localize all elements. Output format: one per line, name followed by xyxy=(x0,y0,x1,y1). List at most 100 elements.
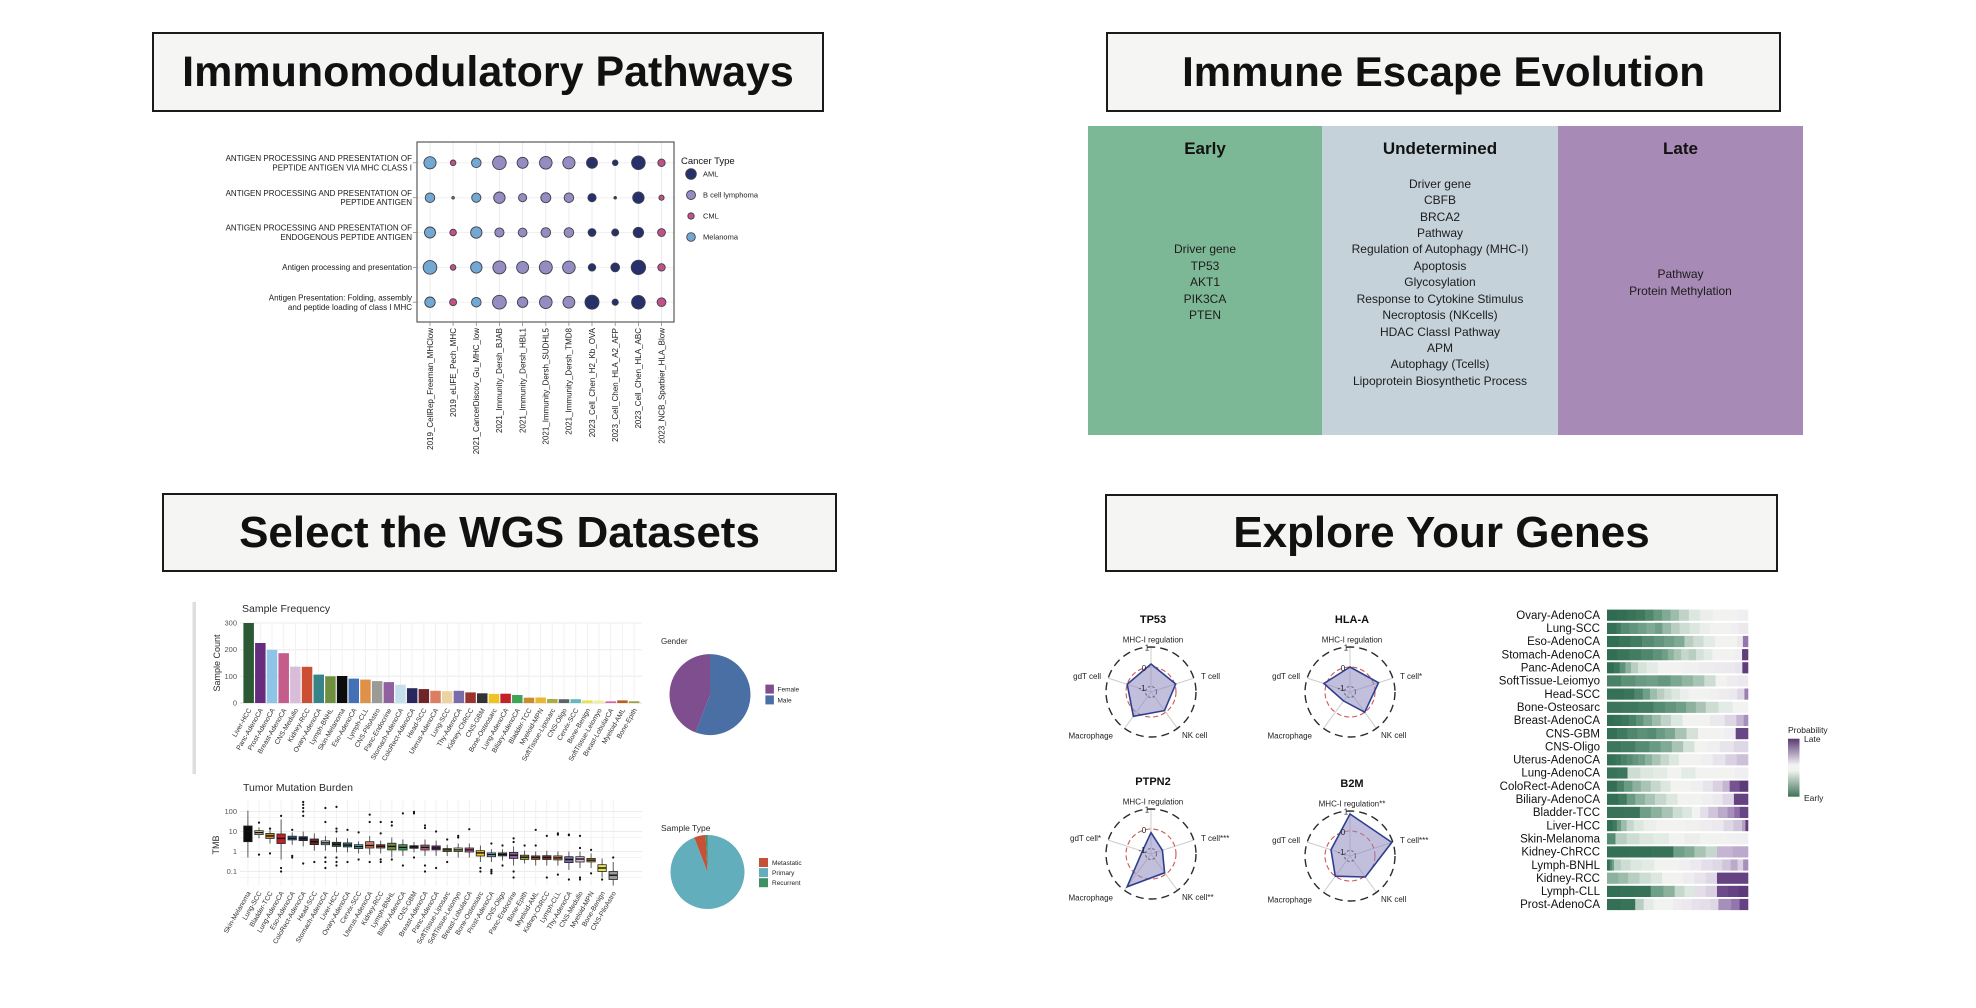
svg-text:T cell***: T cell*** xyxy=(1201,834,1229,843)
svg-text:NK cell: NK cell xyxy=(1182,731,1208,740)
svg-text:Melanoma: Melanoma xyxy=(703,233,739,242)
svg-text:Recurrent: Recurrent xyxy=(772,880,801,887)
svg-text:gdT cell: gdT cell xyxy=(1272,672,1300,681)
svg-text:0.1: 0.1 xyxy=(227,867,237,876)
svg-text:HLA-A: HLA-A xyxy=(1335,614,1369,626)
svg-text:PTPN2: PTPN2 xyxy=(1135,776,1170,788)
svg-text:T cell***: T cell*** xyxy=(1400,836,1428,845)
svg-text:Sample Type: Sample Type xyxy=(661,823,711,833)
svg-text:1: 1 xyxy=(1145,644,1150,653)
svg-text:2021_Immunity_Dersh_TMD8: 2021_Immunity_Dersh_TMD8 xyxy=(565,327,574,434)
svg-text:Liver-HCC: Liver-HCC xyxy=(1546,820,1600,832)
svg-text:2021_Immunity_Dersh_SUDHL5: 2021_Immunity_Dersh_SUDHL5 xyxy=(542,327,551,444)
svg-text:10: 10 xyxy=(229,827,237,836)
svg-text:100: 100 xyxy=(224,672,237,681)
svg-text:Head-SCC: Head-SCC xyxy=(1544,689,1600,701)
svg-text:Sample Count: Sample Count xyxy=(212,634,222,692)
svg-text:1: 1 xyxy=(1344,644,1349,653)
svg-text:Primary: Primary xyxy=(772,870,795,877)
svg-text:Uterus-AdenoCA: Uterus-AdenoCA xyxy=(1513,755,1600,767)
svg-text:PEPTIDE ANTIGEN: PEPTIDE ANTIGEN xyxy=(340,198,412,207)
svg-text:Breast-AdenoCA: Breast-AdenoCA xyxy=(1514,715,1601,727)
svg-text:Male: Male xyxy=(778,697,792,704)
svg-text:T cell: T cell xyxy=(1201,672,1220,681)
svg-text:Macrophage: Macrophage xyxy=(1069,732,1114,741)
svg-text:T cell*: T cell* xyxy=(1400,672,1422,681)
svg-text:Macrophage: Macrophage xyxy=(1268,896,1313,905)
svg-text:Kidney-ChRCC: Kidney-ChRCC xyxy=(1521,847,1600,859)
svg-text:1: 1 xyxy=(233,847,237,856)
svg-text:ColoRect-AdenoCA: ColoRect-AdenoCA xyxy=(1500,781,1601,793)
svg-text:-1: -1 xyxy=(1337,684,1345,693)
svg-text:and peptide loading of class I: and peptide loading of class I MHC xyxy=(288,303,412,312)
svg-text:gdT cell*: gdT cell* xyxy=(1070,834,1101,843)
svg-text:Sample Frequency: Sample Frequency xyxy=(242,603,331,615)
svg-text:Skin-Melanoma: Skin-Melanoma xyxy=(1520,833,1600,845)
svg-text:Stomach-AdenoCA: Stomach-AdenoCA xyxy=(1502,649,1601,661)
svg-text:CML: CML xyxy=(703,212,719,221)
svg-text:ANTIGEN PROCESSING AND PRESENT: ANTIGEN PROCESSING AND PRESENTATION OF xyxy=(226,189,413,198)
svg-text:Ovary-AdenoCA: Ovary-AdenoCA xyxy=(1516,610,1600,622)
svg-text:Macrophage: Macrophage xyxy=(1268,732,1313,741)
svg-text:AML: AML xyxy=(703,170,718,179)
svg-text:2023_Cell_Chen_HLA_A2_AFP: 2023_Cell_Chen_HLA_A2_AFP xyxy=(611,328,620,442)
svg-text:Eso-AdenoCA: Eso-AdenoCA xyxy=(1527,636,1600,648)
svg-text:Lymph-CLL: Lymph-CLL xyxy=(1541,886,1601,898)
svg-text:0: 0 xyxy=(1341,664,1346,673)
svg-text:Probability: Probability xyxy=(1788,725,1828,735)
svg-text:ANTIGEN PROCESSING AND PRESENT: ANTIGEN PROCESSING AND PRESENTATION OF xyxy=(226,224,413,233)
svg-text:CNS-GBM: CNS-GBM xyxy=(1546,728,1600,740)
svg-text:Female: Female xyxy=(778,687,800,694)
svg-text:2021_Immunity_Dersh_BJAB: 2021_Immunity_Dersh_BJAB xyxy=(495,328,504,433)
svg-text:2023_Cell_Chen_H2_Kb_OVA: 2023_Cell_Chen_H2_Kb_OVA xyxy=(588,327,597,437)
svg-text:300: 300 xyxy=(224,619,237,628)
svg-text:1: 1 xyxy=(1145,806,1150,815)
svg-text:ENDOGENOUS PEPTIDE ANTIGEN: ENDOGENOUS PEPTIDE ANTIGEN xyxy=(280,233,412,242)
svg-text:NK cell**: NK cell** xyxy=(1182,893,1214,902)
svg-text:0: 0 xyxy=(1142,826,1147,835)
svg-text:Prost-AdenoCA: Prost-AdenoCA xyxy=(1520,899,1600,911)
svg-text:Panc-AdenoCA: Panc-AdenoCA xyxy=(1521,663,1601,675)
svg-text:CNS-Oligo: CNS-Oligo xyxy=(1545,741,1600,753)
svg-text:2023_NCB_Sparbier_HLA_Blow: 2023_NCB_Sparbier_HLA_Blow xyxy=(657,328,666,444)
svg-text:-1: -1 xyxy=(1138,684,1146,693)
svg-text:Antigen Presentation: Folding,: Antigen Presentation: Folding, assembly xyxy=(269,293,412,302)
svg-text:Bladder-TCC: Bladder-TCC xyxy=(1533,807,1600,819)
svg-text:Late: Late xyxy=(1804,734,1821,744)
svg-text:-1: -1 xyxy=(1337,848,1345,857)
svg-text:gdT cell: gdT cell xyxy=(1073,672,1101,681)
svg-text:2021_Immunity_Dersh_HBL1: 2021_Immunity_Dersh_HBL1 xyxy=(518,327,527,432)
svg-text:Lung-SCC: Lung-SCC xyxy=(1546,623,1600,635)
svg-text:0: 0 xyxy=(233,699,237,708)
svg-text:Lung-AdenoCA: Lung-AdenoCA xyxy=(1521,768,1600,780)
svg-text:NK cell: NK cell xyxy=(1381,895,1407,904)
svg-text:1: 1 xyxy=(1344,808,1349,817)
svg-text:TP53: TP53 xyxy=(1140,614,1166,626)
svg-text:MHC-I regulation: MHC-I regulation xyxy=(1123,798,1183,807)
svg-text:-1: -1 xyxy=(1138,846,1146,855)
svg-text:Gender: Gender xyxy=(661,637,688,646)
svg-text:TMB: TMB xyxy=(211,836,221,855)
svg-text:Kidney-RCC: Kidney-RCC xyxy=(1536,873,1600,885)
svg-text:MHC-I regulation: MHC-I regulation xyxy=(1123,636,1183,645)
svg-text:MHC-I regulation: MHC-I regulation xyxy=(1322,636,1382,645)
svg-text:2019_CellRep_Freeman_MHClow: 2019_CellRep_Freeman_MHClow xyxy=(426,328,435,450)
svg-text:200: 200 xyxy=(224,645,237,654)
svg-text:NK cell: NK cell xyxy=(1381,731,1407,740)
svg-text:Early: Early xyxy=(1804,793,1824,803)
svg-text:2021_CancerDiscov_Gu_MHC_low: 2021_CancerDiscov_Gu_MHC_low xyxy=(472,328,481,455)
svg-text:Bone-Osteosarc: Bone-Osteosarc xyxy=(1517,702,1600,714)
svg-text:Biliary-AdenoCA: Biliary-AdenoCA xyxy=(1516,794,1601,806)
svg-text:100: 100 xyxy=(224,807,237,816)
svg-text:2019_eLIFE_Pech_MHC: 2019_eLIFE_Pech_MHC xyxy=(449,328,458,417)
svg-text:0: 0 xyxy=(1142,664,1147,673)
svg-text:Lymph-BNHL: Lymph-BNHL xyxy=(1531,860,1600,872)
svg-text:Antigen processing and present: Antigen processing and presentation xyxy=(282,263,412,272)
svg-text:Macrophage: Macrophage xyxy=(1069,894,1114,903)
svg-text:B cell lymphoma: B cell lymphoma xyxy=(703,191,759,200)
svg-text:SoftTissue-Leiomyo: SoftTissue-Leiomyo xyxy=(1499,676,1600,688)
svg-text:2023_Cell_Chen_HLA_ABC: 2023_Cell_Chen_HLA_ABC xyxy=(634,328,643,429)
svg-text:Cancer Type: Cancer Type xyxy=(681,156,735,167)
svg-text:ANTIGEN PROCESSING AND PRESENT: ANTIGEN PROCESSING AND PRESENTATION OF xyxy=(226,154,413,163)
svg-text:MHC-I regulation**: MHC-I regulation** xyxy=(1319,800,1386,809)
